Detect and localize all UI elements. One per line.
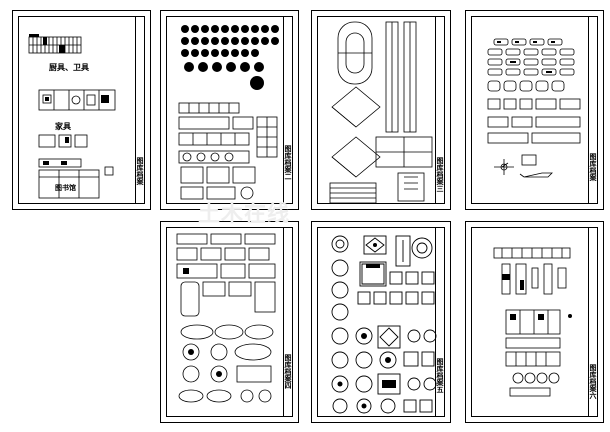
sheet-5-symbols (176, 233, 276, 403)
sheet-3-frame: 图库档案三 (317, 16, 445, 204)
sheet-4-frame: 图库档案 (471, 16, 598, 204)
watermark: 土木在线 (198, 202, 291, 227)
sheet-3: 图库档案三 (311, 10, 451, 210)
sheet-2-title-block (283, 17, 292, 203)
sheet-1-label-furniture: 家具 (55, 122, 71, 131)
sheet-1-title-block (135, 17, 144, 203)
sheet-7-frame: 图库档案六 (471, 227, 598, 417)
sheet-1-symbols (28, 34, 116, 199)
sheet-1-frame: 图库档案 厨具、卫具 家具 图书馆 (18, 16, 145, 204)
sheet-6: 图库档案五 (311, 221, 451, 423)
sheet-1-label-kitchen: 厨具、卫具 (49, 63, 89, 72)
sheet-5-frame: 图库档案四 (166, 227, 293, 417)
sheet-6-symbols (331, 235, 437, 414)
sheet-1: 图库档案 厨具、卫具 家具 图书馆 (12, 10, 151, 210)
sheet-6-title-block (435, 228, 444, 416)
sheet-5-title: 图库档案四 (284, 354, 292, 389)
sheet-7-title-block (588, 228, 597, 416)
sheet-7-title: 图库档案六 (589, 364, 597, 399)
sheet-1-title: 图库档案 (136, 157, 144, 185)
sheet-2-title: 图库档案二 (284, 145, 292, 180)
sheet-5: 图库档案四 (160, 221, 299, 423)
sheet-4-symbols (487, 38, 581, 178)
sheet-3-title-block (435, 17, 444, 203)
sheet-1-label-library: 图书馆 (55, 184, 76, 192)
sheet-6-frame: 图库档案五 (317, 227, 445, 417)
sheet-4: 图库档案 (465, 10, 604, 210)
sheet-2: 图库档案二 (160, 10, 299, 210)
sheet-2-frame: 图库档案二 (166, 16, 293, 204)
sheet-6-title: 图库档案五 (436, 358, 444, 393)
sheet-2-symbols (178, 25, 279, 200)
sheet-3-title: 图库档案三 (436, 157, 444, 192)
sheet-7: 图库档案六 (465, 221, 604, 423)
sheet-3-symbols (329, 21, 433, 204)
sheet-5-title-block (283, 228, 292, 416)
sheet-4-title-block (588, 17, 597, 203)
sheet-7-symbols (493, 247, 572, 397)
sheet-4-title: 图库档案 (589, 153, 597, 181)
